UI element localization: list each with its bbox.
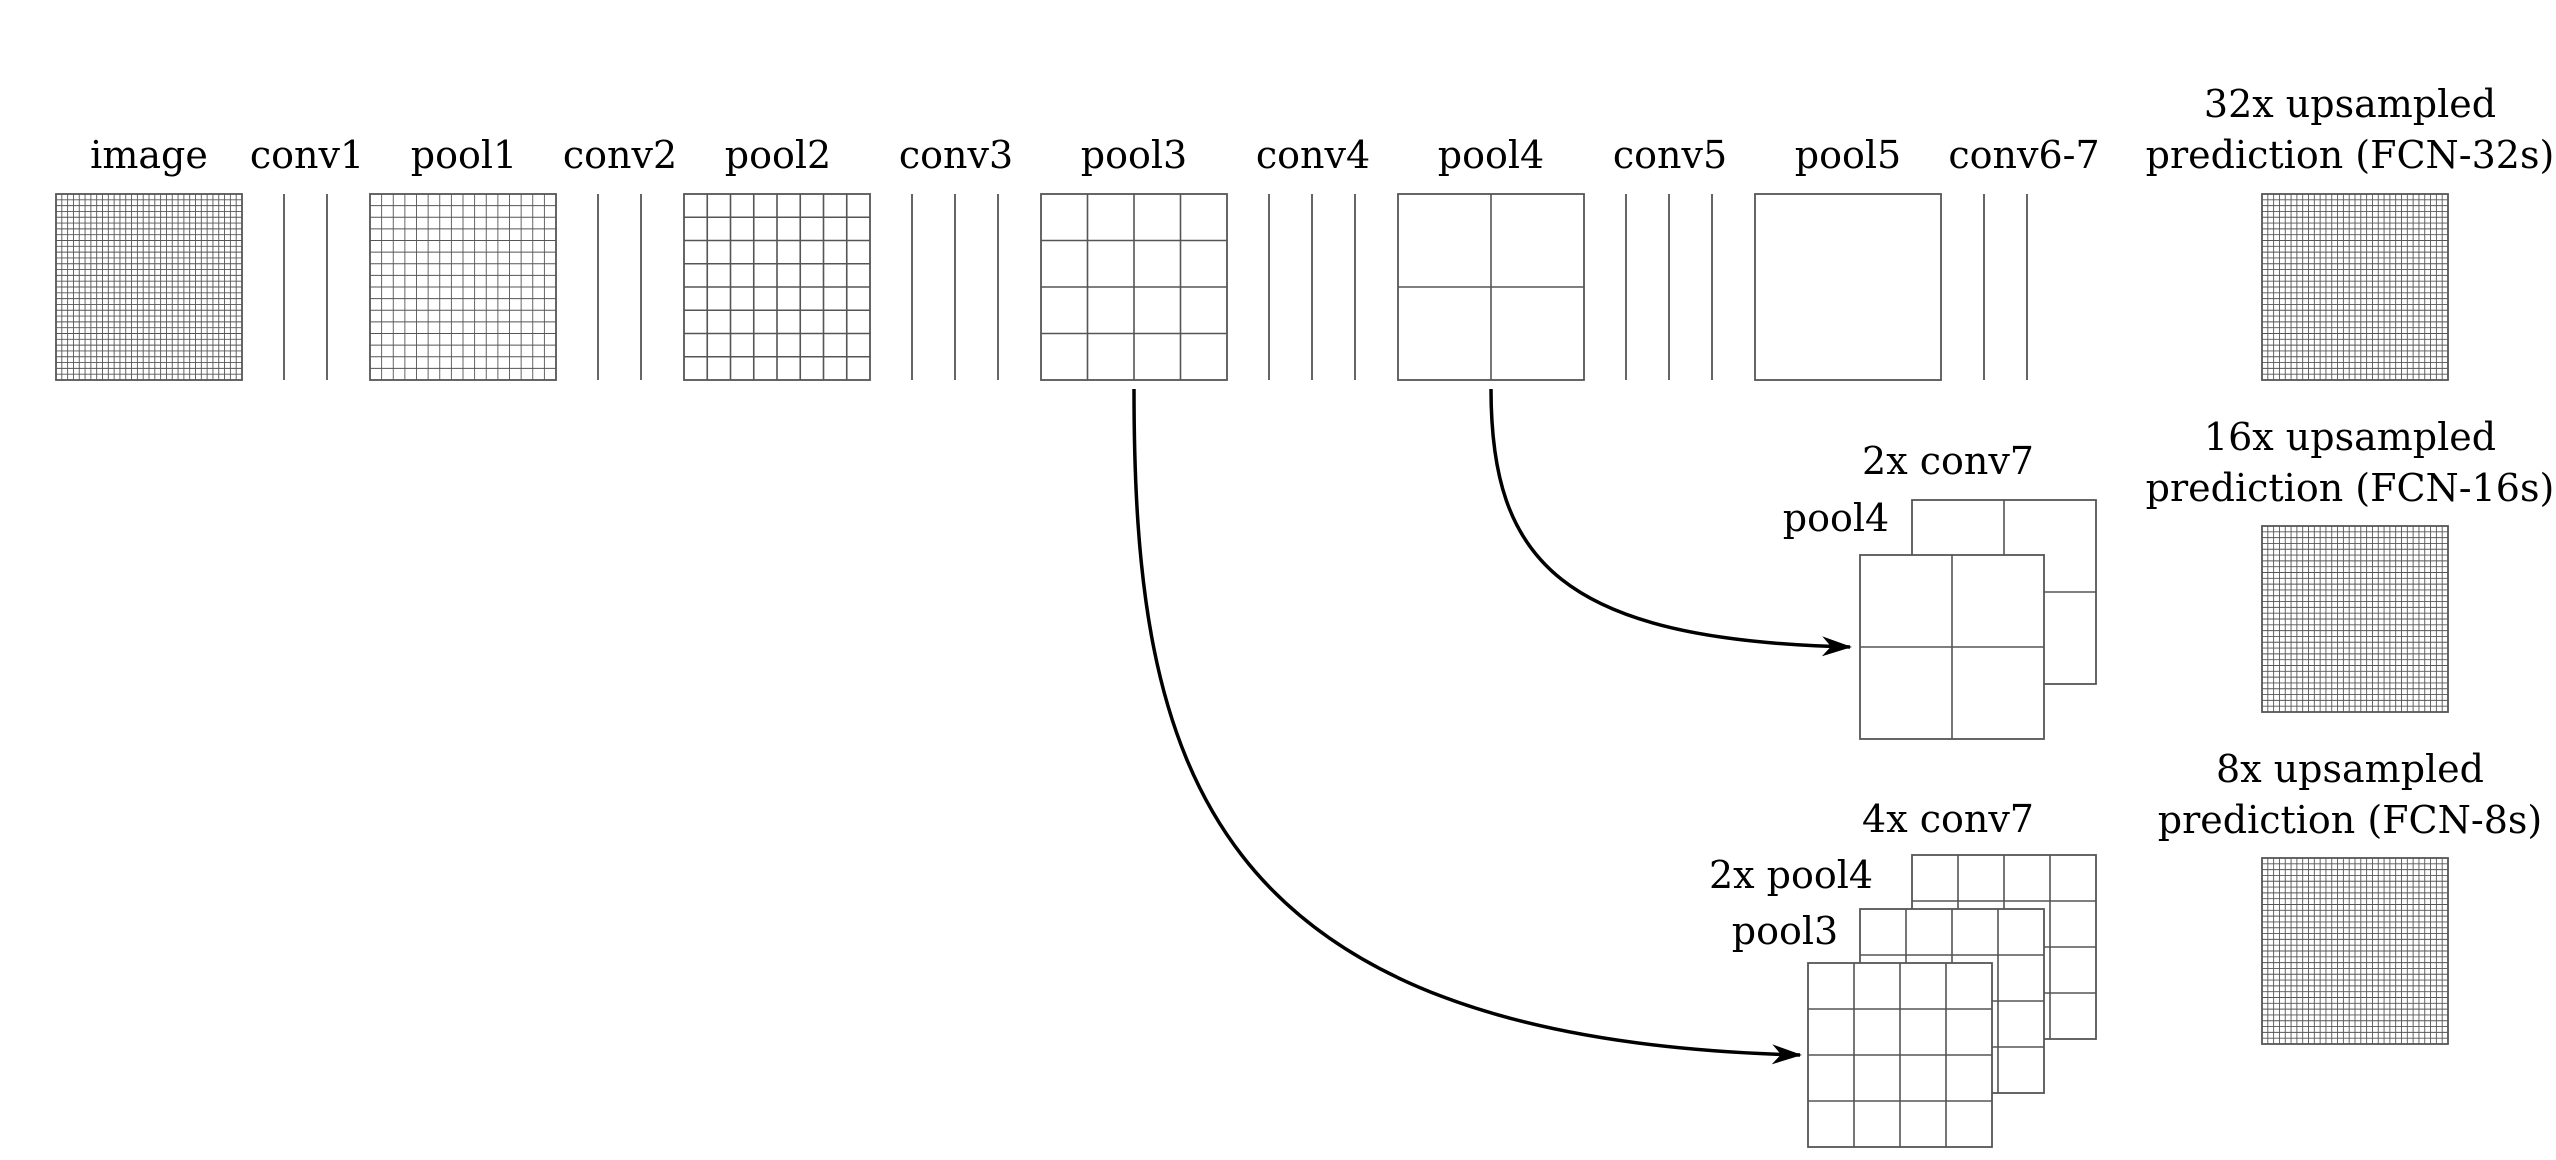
label-conv5: conv5	[1613, 133, 1727, 177]
fusion16-front-grid	[1859, 554, 2045, 740]
fcn16-label-line2: prediction (FCN-16s)	[2146, 466, 2555, 510]
fcn8-label-line2: prediction (FCN-8s)	[2158, 798, 2542, 842]
conv4-lines	[1268, 194, 1356, 380]
label-pool5: pool5	[1795, 133, 1901, 177]
fusion16-front-label: pool4	[1783, 496, 1889, 540]
fcn8-label-line1: 8x upsampled	[2216, 747, 2484, 791]
conv6-7-lines	[1983, 194, 2028, 380]
grid-image	[55, 193, 243, 381]
grid-pool5	[1754, 193, 1942, 381]
arrow-pool3-to-fusion8	[1132, 388, 1802, 1065]
fusion8-top-label: 4x conv7	[1862, 797, 2034, 841]
label-pool3: pool3	[1081, 133, 1187, 177]
grid-pool2	[683, 193, 871, 381]
label-conv2: conv2	[563, 133, 677, 177]
label-pool2: pool2	[725, 133, 831, 177]
conv2-lines	[597, 194, 642, 380]
fcn16-label-line1: 16x upsampled	[2204, 415, 2496, 459]
grid-fcn16-prediction	[2261, 525, 2449, 713]
label-conv1: conv1	[250, 133, 364, 177]
grid-pool1	[369, 193, 557, 381]
conv5-lines	[1625, 194, 1713, 380]
conv1-lines	[283, 194, 328, 380]
arrow-pool4-to-fusion16	[1489, 388, 1852, 657]
fcn32-label-line2: prediction (FCN-32s)	[2146, 133, 2555, 177]
fusion8-middle-label: 2x pool4	[1709, 853, 1873, 897]
conv3-lines	[911, 194, 999, 380]
fusion8-front-label: pool3	[1732, 909, 1838, 953]
fusion8-front-grid	[1807, 962, 1993, 1148]
label-conv3: conv3	[899, 133, 1013, 177]
label-pool1: pool1	[411, 133, 517, 177]
grid-pool4	[1397, 193, 1585, 381]
fcn32-label-line1: 32x upsampled	[2204, 82, 2496, 126]
fusion16-top-label: 2x conv7	[1862, 439, 2034, 483]
grid-fcn32-prediction	[2261, 193, 2449, 381]
label-pool4: pool4	[1438, 133, 1544, 177]
label-conv4: conv4	[1256, 133, 1370, 177]
grid-fcn8-prediction	[2261, 857, 2449, 1045]
label-conv6-7: conv6-7	[1948, 133, 2099, 177]
label-image: image	[90, 133, 208, 177]
grid-pool3	[1040, 193, 1228, 381]
